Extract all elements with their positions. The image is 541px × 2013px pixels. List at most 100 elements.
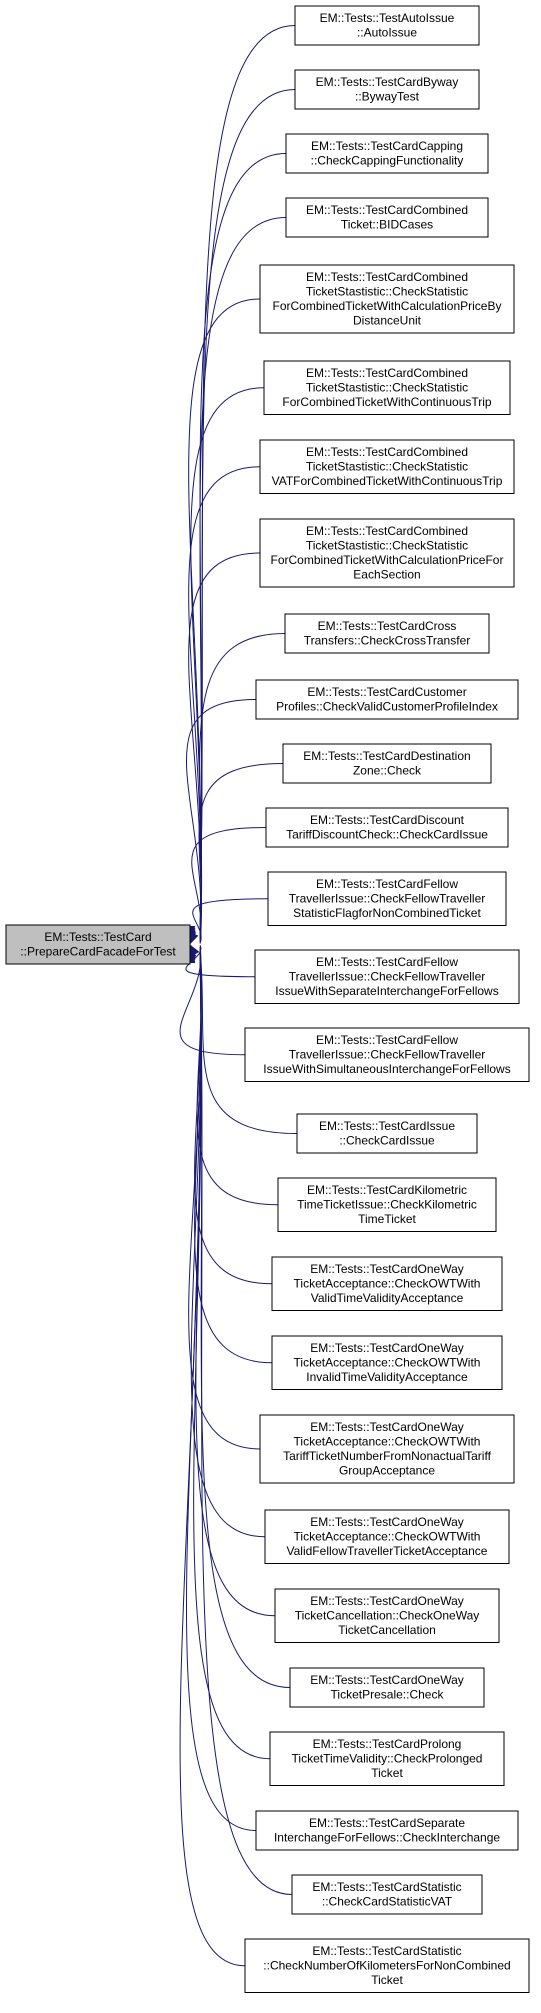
caller-node[interactable]: EM::Tests::TestCardStatistic::CheckCardS… — [291, 1874, 483, 1915]
caller-node-label-line: EM::Tests::TestCardCombined — [306, 203, 468, 217]
caller-node-box — [259, 518, 515, 588]
caller-node[interactable]: EM::Tests::TestCardByway::BywayTest — [294, 69, 480, 110]
caller-node-label-line: EM::Tests::TestCardOneWay — [310, 1594, 464, 1608]
caller-node-label-line: EM::Tests::TestCardFellow — [316, 955, 458, 969]
caller-node-label-line: TicketAcceptance::CheckOWTWith — [294, 1530, 481, 1544]
caller-node-box — [244, 1027, 530, 1082]
caller-node-label-line: ::CheckCappingFunctionality — [311, 154, 464, 168]
caller-node-label-line: VATForCombinedTicketWithContinuousTrip — [272, 474, 503, 488]
caller-node[interactable]: EM::Tests::TestCardFellowTravellerIssue:… — [254, 949, 520, 1004]
caller-node-box — [255, 1810, 519, 1851]
caller-node-label-line: TimeTicketIssue::CheckKilometric — [297, 1198, 477, 1212]
caller-node-box — [265, 807, 509, 848]
call-edge-line — [179, 952, 246, 1967]
caller-node-box — [284, 613, 490, 654]
caller-node-box — [269, 1731, 505, 1786]
caller-node[interactable]: EM::Tests::TestCardOneWayTicketPresale::… — [289, 1667, 485, 1708]
caller-node-label-line: InvalidTimeValidityAcceptance — [306, 1370, 468, 1384]
caller-node-label-line: TicketStastistic::CheckStatistic — [306, 285, 468, 299]
caller-node[interactable]: EM::Tests::TestCardOneWayTicketAcceptanc… — [271, 1335, 503, 1390]
caller-node-box — [259, 1414, 515, 1484]
call-edge — [185, 552, 261, 939]
caller-node[interactable]: EM::Tests::TestCardCombinedTicket::BIDCa… — [285, 197, 489, 238]
call-edge-line — [199, 952, 293, 1895]
root-function-node-label-line: ::PrepareCardFacadeForTest — [20, 945, 176, 959]
call-edge-line — [199, 948, 298, 1134]
caller-node[interactable]: EM::Tests::TestCardCombinedTicketStastis… — [259, 264, 515, 334]
caller-node[interactable]: EM::Tests::TestCardFellowTravellerIssue:… — [267, 871, 507, 926]
caller-node-label-line: ::CheckNumberOfKilometersForNonCombined — [263, 1959, 510, 1973]
caller-node-box — [259, 264, 515, 334]
caller-node-label-line: EM::Tests::TestCardCapping — [311, 139, 463, 153]
caller-node[interactable]: EM::Tests::TestCardCustomerProfiles::Che… — [255, 679, 519, 720]
caller-node[interactable]: EM::Tests::TestCardCombinedTicketStastis… — [263, 360, 511, 415]
caller-node-label-line: TicketStastistic::CheckStatistic — [306, 381, 468, 395]
caller-node[interactable]: EM::Tests::TestCardDestinationZone::Chec… — [282, 743, 492, 784]
caller-node-box — [267, 871, 507, 926]
call-edge-line — [179, 946, 246, 1056]
caller-node[interactable]: EM::Tests::TestCardCrossTransfers::Check… — [284, 613, 490, 654]
caller-node-label-line: ::CheckCardStatisticVAT — [322, 1895, 453, 1909]
caller-node[interactable]: EM::Tests::TestCardProlongTicketTimeVali… — [269, 1731, 505, 1786]
caller-node-label-line: IssueWithSeparateInterchangeForFellows — [275, 984, 498, 998]
caller-node-label-line: EM::Tests::TestCardDiscount — [310, 813, 465, 827]
caller-node-box — [285, 133, 489, 174]
call-edge — [185, 943, 256, 978]
caller-node-label-line: EM::Tests::TestCardKilometric — [307, 1183, 467, 1197]
call-edge-line — [199, 89, 296, 937]
call-edge-line — [186, 699, 257, 940]
caller-node-label-line: Ticket::BIDCases — [341, 218, 433, 232]
caller-node[interactable]: EM::Tests::TestCardDiscountTariffDiscoun… — [265, 807, 509, 848]
caller-node[interactable]: EM::Tests::TestCardOneWayTicketAcceptanc… — [271, 1256, 503, 1311]
caller-node-label-line: EM::Tests::TestCardOneWay — [310, 1673, 464, 1687]
caller-node-label-line: Zone::Check — [353, 764, 422, 778]
caller-node-label-line: EM::Tests::TestCardCombined — [306, 366, 468, 380]
caller-node-label-line: EM::Tests::TestCardStatistic — [312, 1880, 461, 1894]
caller-node[interactable]: EM::Tests::TestCardIssue::CheckCardIssue — [296, 1113, 478, 1154]
caller-node-label-line: EM::Tests::TestCardFellow — [316, 1033, 458, 1047]
root-function-node[interactable]: EM::Tests::TestCard::PrepareCardFacadeFo… — [5, 924, 191, 965]
call-edge — [185, 298, 261, 938]
caller-node[interactable]: EM::Tests::TestCardOneWayTicketAcceptanc… — [264, 1509, 510, 1564]
caller-node-label-line: EM::Tests::TestCardOneWay — [310, 1262, 464, 1276]
caller-node[interactable]: EM::Tests::TestCardFellowTravellerIssue:… — [244, 1027, 530, 1082]
caller-node[interactable]: EM::Tests::TestCardCapping::CheckCapping… — [285, 133, 489, 174]
caller-node-label-line: EM::Tests::TestCardStatistic — [312, 1944, 461, 1958]
caller-node[interactable]: EM::Tests::TestCardStatistic::CheckNumbe… — [244, 1938, 530, 1993]
caller-node-label-line: TravellerIssue::CheckFellowTraveller — [289, 892, 486, 906]
caller-node-label-line: Ticket — [371, 1973, 403, 1987]
call-edge-line — [188, 552, 261, 937]
caller-node[interactable]: EM::Tests::TestCardCombinedTicketStastis… — [259, 439, 515, 494]
call-edge-line — [188, 952, 261, 1450]
caller-node-label-line: ::BywayTest — [355, 90, 420, 104]
caller-node[interactable]: EM::Tests::TestCardSeparateInterchangeFo… — [255, 1810, 519, 1851]
call-edge-line — [191, 827, 267, 943]
caller-node-label-line: TicketAcceptance::CheckOWTWith — [294, 1435, 481, 1449]
call-edge-line — [194, 952, 273, 1364]
caller-node[interactable]: EM::Tests::TestCardCombinedTicketStastis… — [259, 518, 515, 588]
call-edge-line — [192, 898, 269, 944]
root-function-node-box — [5, 924, 191, 965]
caller-node-label-line: GroupAcceptance — [339, 1464, 435, 1478]
caller-node-label-line: Profiles::CheckValidCustomerProfileIndex — [276, 700, 498, 714]
caller-node[interactable]: EM::Tests::TestCardOneWayTicketAcceptanc… — [259, 1414, 515, 1484]
caller-node-label-line: EM::Tests::TestCardOneWay — [310, 1515, 464, 1529]
graph-nodes: EM::Tests::TestCard::PrepareCardFacadeFo… — [5, 5, 530, 1993]
caller-node[interactable]: EM::Tests::TestAutoIssue::AutoIssue — [294, 5, 480, 46]
call-edge-line — [199, 633, 286, 939]
call-edge — [185, 951, 273, 1364]
call-edge — [179, 951, 246, 1967]
caller-node-label-line: ::CheckCardIssue — [339, 1134, 435, 1148]
root-function-node-label-line: EM::Tests::TestCard — [44, 930, 151, 944]
caller-node-label-line: IssueWithSimultaneousInterchangeForFello… — [263, 1062, 510, 1076]
caller-node-label-line: EachSection — [353, 568, 420, 582]
call-edge — [185, 951, 261, 1450]
caller-node[interactable]: EM::Tests::TestCardKilometricTimeTicketI… — [277, 1177, 497, 1232]
caller-node-box — [294, 69, 480, 110]
caller-node-box — [282, 743, 492, 784]
caller-node-label-line: TicketTimeValidity::CheckProlonged — [292, 1752, 483, 1766]
caller-node[interactable]: EM::Tests::TestCardOneWayTicketCancellat… — [274, 1588, 500, 1643]
caller-node-box — [296, 1113, 478, 1154]
caller-node-label-line: EM::Tests::TestCardSeparate — [309, 1816, 465, 1830]
